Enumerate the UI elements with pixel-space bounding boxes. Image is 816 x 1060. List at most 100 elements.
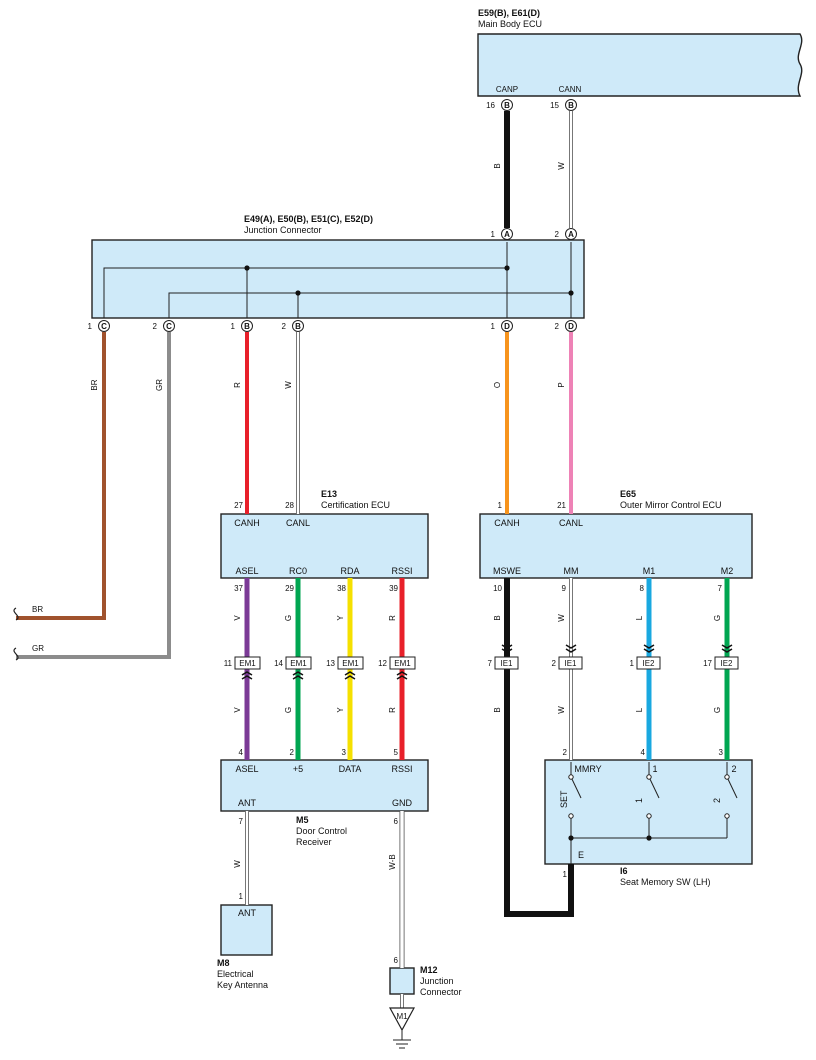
wire-label-br: BR [90, 379, 99, 390]
connector-pin: 7 [488, 659, 493, 668]
pin-letter: C [166, 322, 172, 331]
pin-number: 38 [337, 584, 346, 593]
wire-label-g: G [284, 615, 293, 621]
connector-id: EM1 [290, 659, 307, 668]
switch-contact [724, 774, 730, 780]
connector-chevrons [241, 644, 733, 680]
rc0-label: RC0 [289, 566, 307, 576]
chevron-up-icon [344, 675, 356, 680]
rssi-label: RSSI [391, 566, 412, 576]
rssi-label: RSSI [391, 764, 412, 774]
wire-label-w: W [557, 162, 566, 170]
wire-label-r: R [388, 707, 397, 713]
chevron-up-icon [396, 671, 408, 676]
wire-mswe-black [504, 578, 574, 917]
connector-pin: 2 [552, 659, 557, 668]
splice-dot [568, 290, 574, 296]
pin-number: 9 [562, 584, 567, 593]
mswe-label: MSWE [493, 566, 521, 576]
door-receiver-name-2: Receiver [296, 837, 332, 847]
connector-pin: 1 [630, 659, 635, 668]
chevron-down-icon [643, 648, 655, 653]
pin-number: 39 [389, 584, 398, 593]
junction-connector-id: E49(A), E50(B), E51(C), E52(D) [244, 214, 373, 224]
switch-contact [568, 774, 574, 780]
splice-dot [504, 265, 510, 271]
connector-ie1-2: IE1 2 [552, 656, 583, 670]
wire-label-r: R [233, 382, 242, 388]
pin-number: 29 [285, 584, 294, 593]
wire-label-b: B [493, 615, 502, 620]
rda-label: RDA [340, 566, 359, 576]
pin-number: 2 [563, 748, 568, 757]
ground-symbol: M1 [388, 1007, 416, 1049]
pin-number: 6 [394, 817, 399, 826]
pin-jd1: 1 D [491, 320, 513, 332]
wire-label-p: P [557, 382, 566, 387]
wire-label-g: G [713, 707, 722, 713]
electrical-key-antenna: ANT M8 Electrical Key Antenna [217, 904, 273, 990]
pin-number: 15 [550, 101, 559, 110]
pin-jb1: 1 B [231, 320, 253, 332]
chevron-down-icon [643, 644, 655, 649]
wire-label-b: B [493, 163, 502, 168]
wire-label-g: G [713, 615, 722, 621]
door-control-receiver: M5 Door Control Receiver ASEL +5 DATA RS… [220, 759, 429, 847]
pin-number: 1 [88, 322, 93, 331]
mmry-label: MMRY [574, 764, 601, 774]
certification-ecu-name: Certification ECU [321, 500, 390, 510]
pin-ja1: 1 A [491, 228, 513, 240]
pin-number: 1 [491, 230, 496, 239]
cann-pin-label: CANN [559, 85, 582, 94]
ground-label: M1 [396, 1012, 408, 1021]
ant-label: ANT [238, 798, 257, 808]
chevron-down-icon [565, 644, 577, 649]
pin-letter: C [101, 322, 107, 331]
pin-number: 2 [555, 230, 560, 239]
wire-label-y: Y [336, 615, 345, 621]
connector-pin: 17 [703, 659, 712, 668]
pin-number: 1 [231, 322, 236, 331]
wire-gray [16, 332, 171, 659]
chevron-down-icon [501, 648, 513, 653]
pin-mb15: 15 B [550, 99, 577, 111]
pin-jb2: 2 B [282, 320, 304, 332]
pin-number: 7 [239, 817, 244, 826]
connector-pin: 14 [274, 659, 283, 668]
data-label: DATA [339, 764, 362, 774]
junction-connector-m12: M12 Junction Connector [389, 965, 462, 997]
antenna-id: M8 [217, 958, 230, 968]
wire-label-o: O [493, 382, 502, 388]
asel-label: ASEL [235, 764, 258, 774]
chevron-down-icon [721, 648, 733, 653]
wire-label-v: V [233, 615, 242, 621]
connector-pin: 13 [326, 659, 335, 668]
pin-number: 2 [290, 748, 295, 757]
pin-letter: B [568, 101, 574, 110]
pin-ja2: 2 A [555, 228, 577, 240]
wire-label-gr: GR [32, 644, 44, 653]
mirror-ecu-name: Outer Mirror Control ECU [620, 500, 722, 510]
switch-1-top-label: 1 [652, 764, 657, 774]
connector-id: IE2 [720, 659, 733, 668]
outer-mirror-control-ecu: E65 Outer Mirror Control ECU CANH CANL M… [479, 489, 753, 579]
connector-ie2-17: IE2 17 [703, 656, 739, 670]
chevron-up-icon [344, 671, 356, 676]
pin-number: 5 [394, 748, 399, 757]
chevron-up-icon [241, 675, 253, 680]
gnd-label: GND [392, 798, 413, 808]
pin-mb16: 16 B [486, 99, 513, 111]
pin-letter: A [568, 230, 574, 239]
chevron-down-icon [565, 648, 577, 653]
connector-ie2-1: IE2 1 [630, 656, 661, 670]
canh-label: CANH [234, 518, 260, 528]
wire-label-l: L [635, 615, 644, 620]
switch-contact [724, 813, 730, 819]
pin-jc2: 2 C [153, 320, 175, 332]
connector-id: IE1 [500, 659, 513, 668]
connector-pins: 16 B 15 B 1 A 2 A 1 C 2 C [88, 99, 577, 332]
canl-label: CANL [286, 518, 310, 528]
connector-id: EM1 [394, 659, 411, 668]
wire-label-g: G [284, 707, 293, 713]
main-body-ecu-name: Main Body ECU [478, 19, 542, 29]
